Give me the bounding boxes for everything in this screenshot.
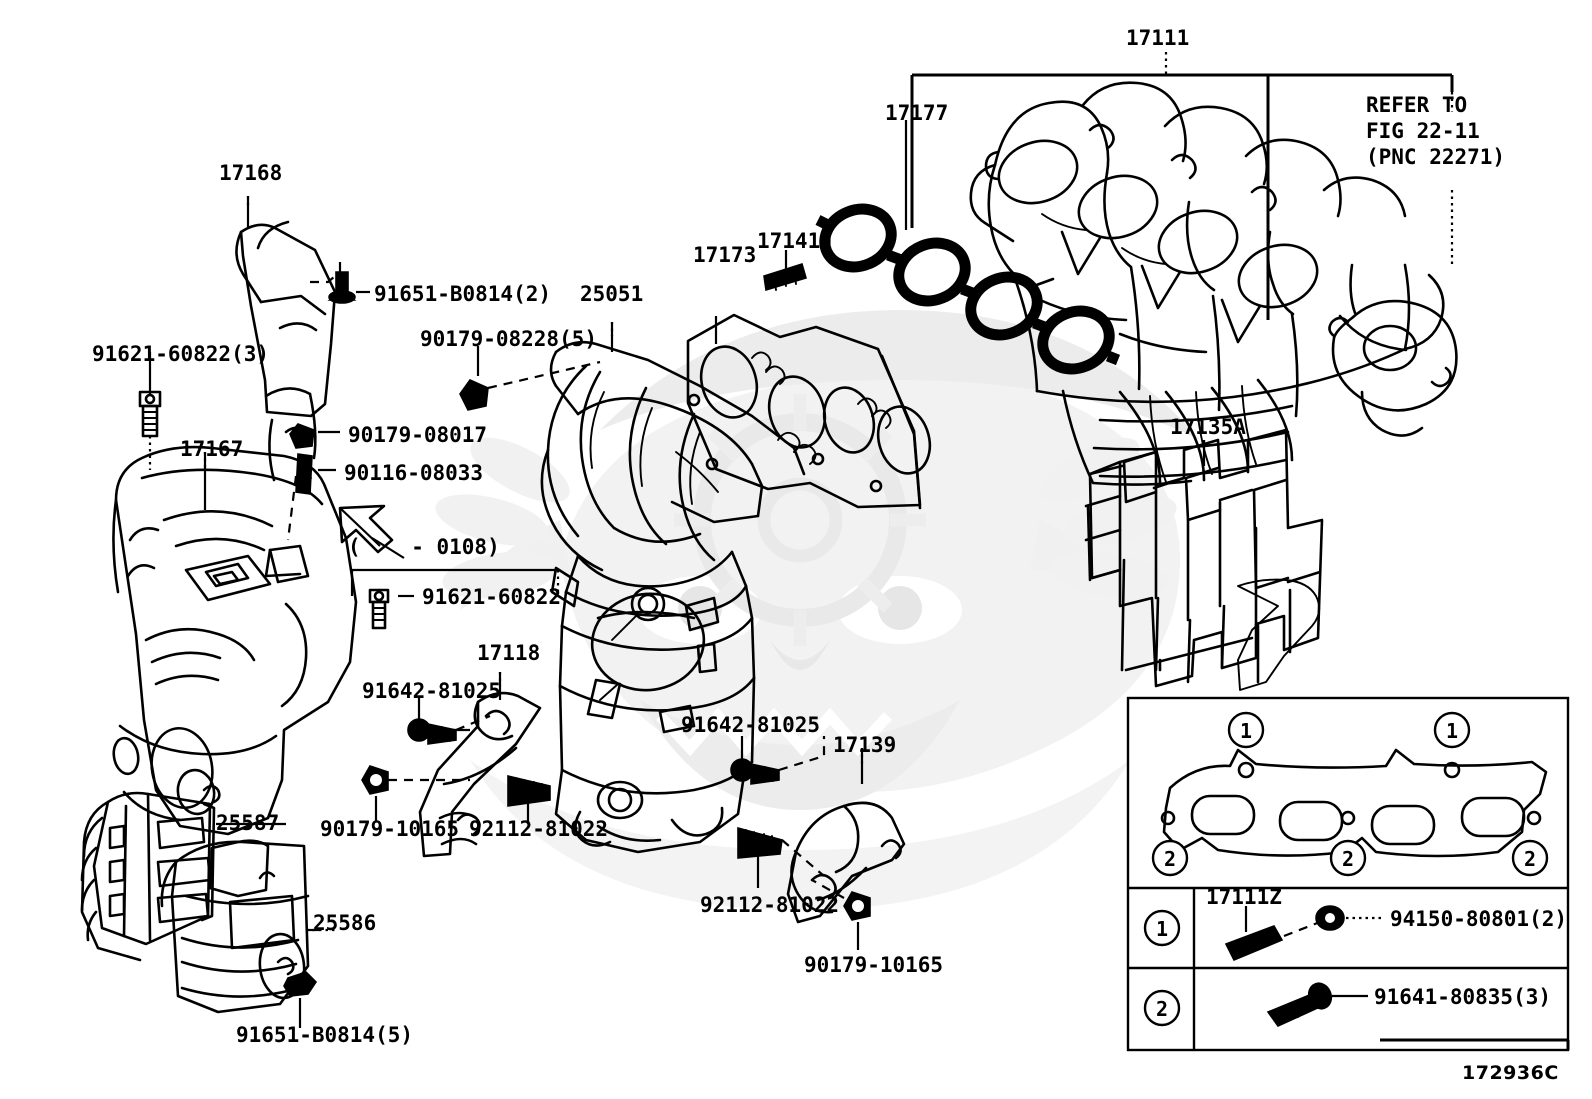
- label-91621-60822: 91621-60822: [422, 585, 562, 609]
- fastener-91651-b0814-b: [283, 971, 318, 1028]
- fastener-17141j: [763, 250, 807, 292]
- fastener-91621-60822-b: [368, 588, 390, 630]
- label-refer-line2: FIG 22-11: [1366, 119, 1480, 143]
- label-92112-81022-a: 92112-81022: [469, 817, 609, 841]
- label-25586: 25586: [313, 911, 377, 935]
- intake-manifold-detail: [1041, 213, 1257, 483]
- part-heat-insulator-17167: [112, 445, 358, 836]
- label-25051: 25051: [580, 282, 644, 306]
- label-91642-81025-b: 91642-81025: [681, 713, 821, 737]
- label-17173: 17173: [693, 243, 757, 267]
- fastener-90179-08228: [459, 346, 489, 411]
- legend-marker-bot-1: 2: [1164, 847, 1177, 871]
- label-91621-60822-3: 91621-60822(3): [92, 342, 270, 366]
- legend-label-91641-80835: 91641-80835(3): [1374, 985, 1552, 1009]
- label-17139: 17139: [833, 733, 897, 757]
- label-92112-81022-b: 92112-81022: [700, 893, 840, 917]
- figure-code: 172936C: [1462, 1062, 1559, 1084]
- label-17167: 17167: [180, 437, 244, 461]
- legend-marker-top-2: 1: [1446, 719, 1459, 743]
- label-17141j: 17141J: [757, 229, 833, 253]
- fastener-92112-81022-b: [737, 826, 783, 888]
- label-90179-10165-b: 90179-10165: [804, 953, 944, 977]
- part-heat-shield-25587: [80, 791, 216, 962]
- fastener-91642-81025-b: [730, 736, 780, 785]
- label-91642-81025-a: 91642-81025: [362, 679, 502, 703]
- label-25587: 25587: [216, 811, 280, 835]
- label-90179-10165-a: 90179-10165: [320, 817, 460, 841]
- legend-label-94150-80801: 94150-80801(2): [1390, 907, 1568, 931]
- exhaust-manifold-detail: [589, 391, 719, 701]
- label-90116-08033: 90116-08033: [344, 461, 484, 485]
- legend-row2-marker: 2: [1156, 997, 1169, 1021]
- label-refer-line1: REFER TO: [1366, 93, 1468, 117]
- label-17111: 17111: [1126, 26, 1190, 50]
- label-17118: 17118: [477, 641, 541, 665]
- fastener-91621-60822-a: [138, 370, 162, 438]
- fastener-90179-10165-a: [361, 765, 389, 822]
- part-heat-shield-25586: [160, 839, 310, 1014]
- insulator-17135a-detail: [1237, 578, 1321, 691]
- label-date-note: ( - 0108): [348, 535, 500, 559]
- fastener-90116-08033: [295, 453, 313, 495]
- legend-bolt-91641-80835: [1266, 982, 1368, 1028]
- figcode-rule: [1380, 1038, 1570, 1050]
- label-90179-08017: 90179-08017: [348, 423, 488, 447]
- part-exhaust-manifold-25051: [540, 340, 806, 854]
- label-17177: 17177: [885, 101, 949, 125]
- legend-marker-top-1: 1: [1240, 719, 1253, 743]
- label-90179-08228-5: 90179-08228(5): [420, 327, 598, 351]
- label-91651-b0814-5: 91651-B0814(5): [236, 1023, 414, 1047]
- label-refer-line3: (PNC 22271): [1366, 145, 1506, 169]
- legend-marker-bot-3: 2: [1524, 847, 1537, 871]
- legend-label-17111z: 17111Z: [1206, 885, 1282, 909]
- part-exhaust-gasket-17173: [686, 313, 932, 510]
- fastener-90179-08017: [289, 423, 315, 449]
- fastener-90179-10165-b: [843, 891, 871, 950]
- label-17135a: 17135A: [1170, 415, 1246, 439]
- fastener-91651-b0814-a: [327, 271, 357, 304]
- legend-row1-marker: 1: [1156, 917, 1169, 941]
- leader-lines: [148, 120, 1206, 932]
- label-17168: 17168: [219, 161, 283, 185]
- legend-marker-bot-2: 2: [1342, 847, 1355, 871]
- label-91651-b0814-2: 91651-B0814(2): [374, 282, 552, 306]
- legend-stud-17111z: [1224, 905, 1384, 962]
- part-gasket-chain-17177: [815, 203, 1121, 375]
- part-insulator-17135a: [1084, 428, 1324, 688]
